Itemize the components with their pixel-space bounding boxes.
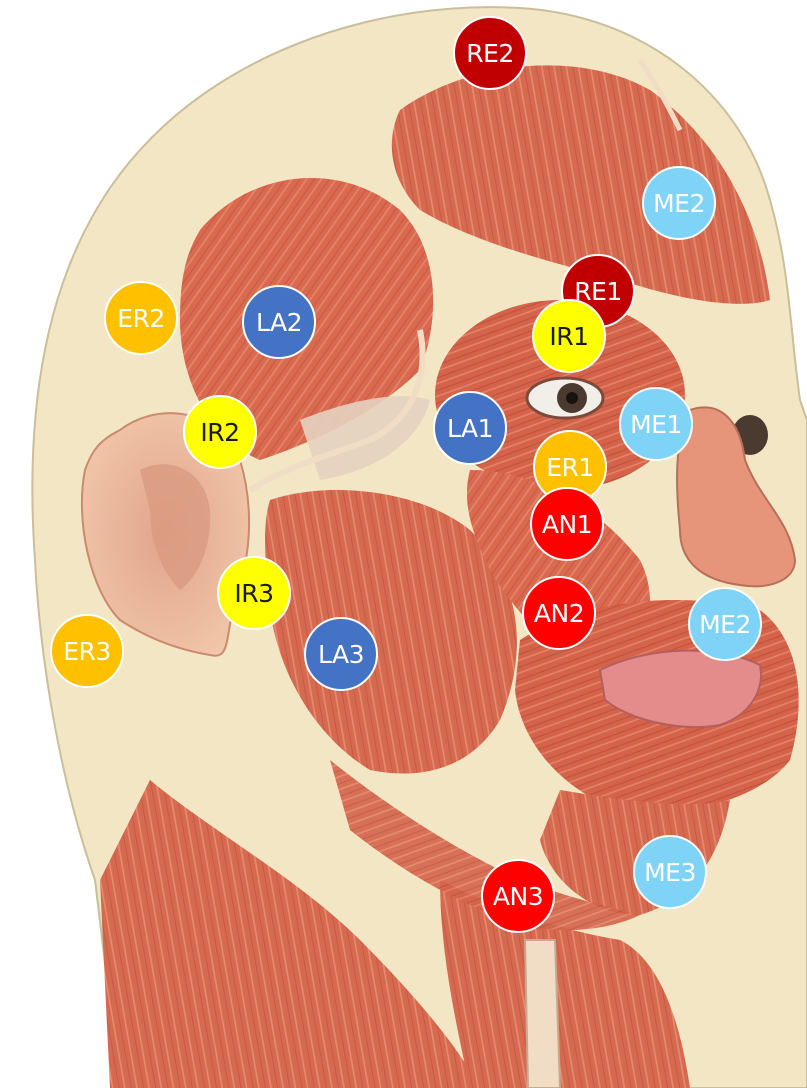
marker-ir3-11[interactable]: IR3 [217,556,291,630]
marker-an3-17[interactable]: AN3 [481,859,555,933]
marker-me1-8[interactable]: ME1 [619,387,693,461]
marker-la1-7[interactable]: LA1 [433,391,507,465]
marker-re2-0[interactable]: RE2 [453,16,527,90]
marker-er2-3[interactable]: ER2 [104,281,178,355]
marker-me2-1[interactable]: ME2 [642,166,716,240]
marker-ir2-6[interactable]: IR2 [183,395,257,469]
pupil [566,392,578,404]
marker-la2-4[interactable]: LA2 [242,285,316,359]
marker-an1-10[interactable]: AN1 [530,487,604,561]
trachea [525,940,560,1088]
marker-er3-14[interactable]: ER3 [50,614,124,688]
marker-me2-13[interactable]: ME2 [688,587,762,661]
marker-ir1-5[interactable]: IR1 [532,299,606,373]
marker-me3-16[interactable]: ME3 [633,835,707,909]
marker-an2-12[interactable]: AN2 [522,576,596,650]
marker-la3-15[interactable]: LA3 [304,617,378,691]
